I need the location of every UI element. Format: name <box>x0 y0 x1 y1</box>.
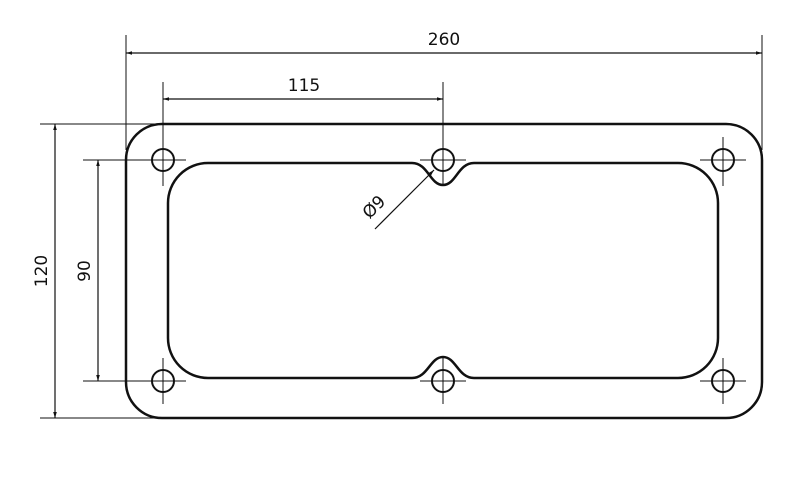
dim-text-260: 260 <box>428 30 460 50</box>
dim-text-115: 115 <box>288 76 320 96</box>
center-lines <box>140 137 746 404</box>
inner-cutout <box>166 161 720 380</box>
dimension-lines <box>53 51 762 418</box>
leader-line-diameter <box>374 169 435 230</box>
plate-outline <box>124 122 764 420</box>
dim-text-120: 120 <box>32 255 52 287</box>
extension-lines <box>40 35 763 419</box>
dim-text-90: 90 <box>75 260 95 282</box>
